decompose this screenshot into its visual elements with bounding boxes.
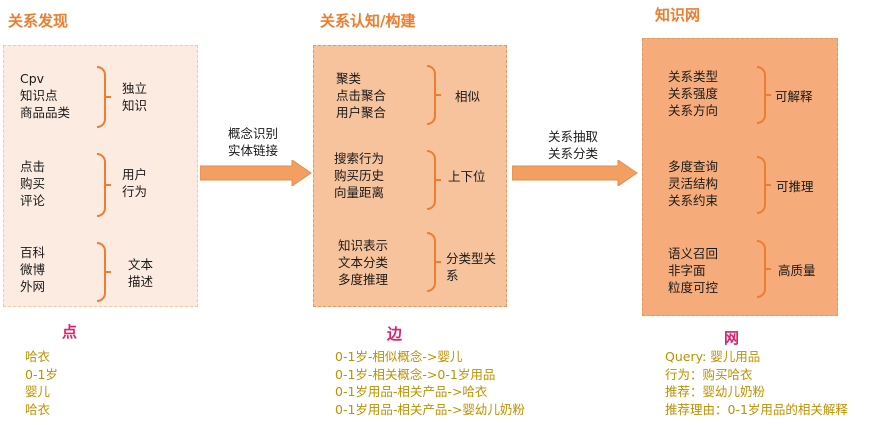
panel2-group2-label: 上下位 xyxy=(448,169,486,184)
net-title: 网 xyxy=(724,329,740,347)
panel1-group1-label: 独立知识 xyxy=(122,81,148,113)
brace xyxy=(427,150,441,210)
panel2-group1-items: 聚类点击聚合用户聚合 xyxy=(336,71,387,120)
panel3-group2-label: 可推理 xyxy=(776,179,814,194)
relation-discovery-panel xyxy=(3,45,198,307)
arrow-right-icon xyxy=(200,160,312,186)
panel1-group3-items: 百科微博外网 xyxy=(20,245,46,294)
section-title-cognition: 关系认知/构建 xyxy=(320,12,416,30)
brace xyxy=(757,156,771,214)
arrow1-label: 概念识别实体链接 xyxy=(227,126,278,158)
brace xyxy=(97,242,111,302)
section-title-discovery: 关系发现 xyxy=(8,12,69,30)
panel2-group3-items: 知识表示文本分类多度推理 xyxy=(338,238,389,287)
panel1-group3-label: 文本描述 xyxy=(128,257,154,289)
panel1-group2-label: 用户行为 xyxy=(122,167,148,199)
brace xyxy=(97,66,111,128)
brace xyxy=(757,240,771,298)
panel3-group3-label: 高质量 xyxy=(778,263,816,278)
arrow2-label: 关系抽取关系分类 xyxy=(547,129,598,161)
panel2-group3-label: 分类型关系 xyxy=(446,251,497,283)
panel2-group1-label: 相似 xyxy=(455,89,481,104)
relation-cognition-panel xyxy=(313,45,507,307)
panel3-group2-items: 多度查询灵活结构关系约束 xyxy=(668,159,719,208)
brace xyxy=(427,232,441,292)
panel3-group1-label: 可解释 xyxy=(775,89,813,104)
panel3-group3-items: 语义召回非字面粒度可控 xyxy=(668,246,719,295)
brace xyxy=(427,65,441,125)
edge-examples: 0-1岁-相似概念->婴儿 0-1岁-相关概念->0-1岁用品 0-1岁用品-相… xyxy=(335,349,525,417)
point-examples: 哈衣 0-1岁 婴儿 哈衣 xyxy=(25,349,58,417)
brace xyxy=(757,66,771,124)
brace xyxy=(97,153,111,217)
arrow-right-icon xyxy=(512,160,638,186)
panel1-group2-items: 点击购买评论 xyxy=(20,159,46,208)
point-title: 点 xyxy=(62,323,78,341)
net-examples: Query: 婴儿用品 行为：购买哈衣 推荐：婴幼儿奶粉 推荐理由：0-1岁用品… xyxy=(665,349,848,417)
knowledge-network-panel xyxy=(642,38,838,316)
section-title-network: 知识网 xyxy=(655,6,701,24)
edge-title: 边 xyxy=(387,325,403,343)
panel3-group1-items: 关系类型关系强度关系方向 xyxy=(668,69,719,118)
panel2-group2-items: 搜索行为购买历史向量距离 xyxy=(334,151,385,200)
